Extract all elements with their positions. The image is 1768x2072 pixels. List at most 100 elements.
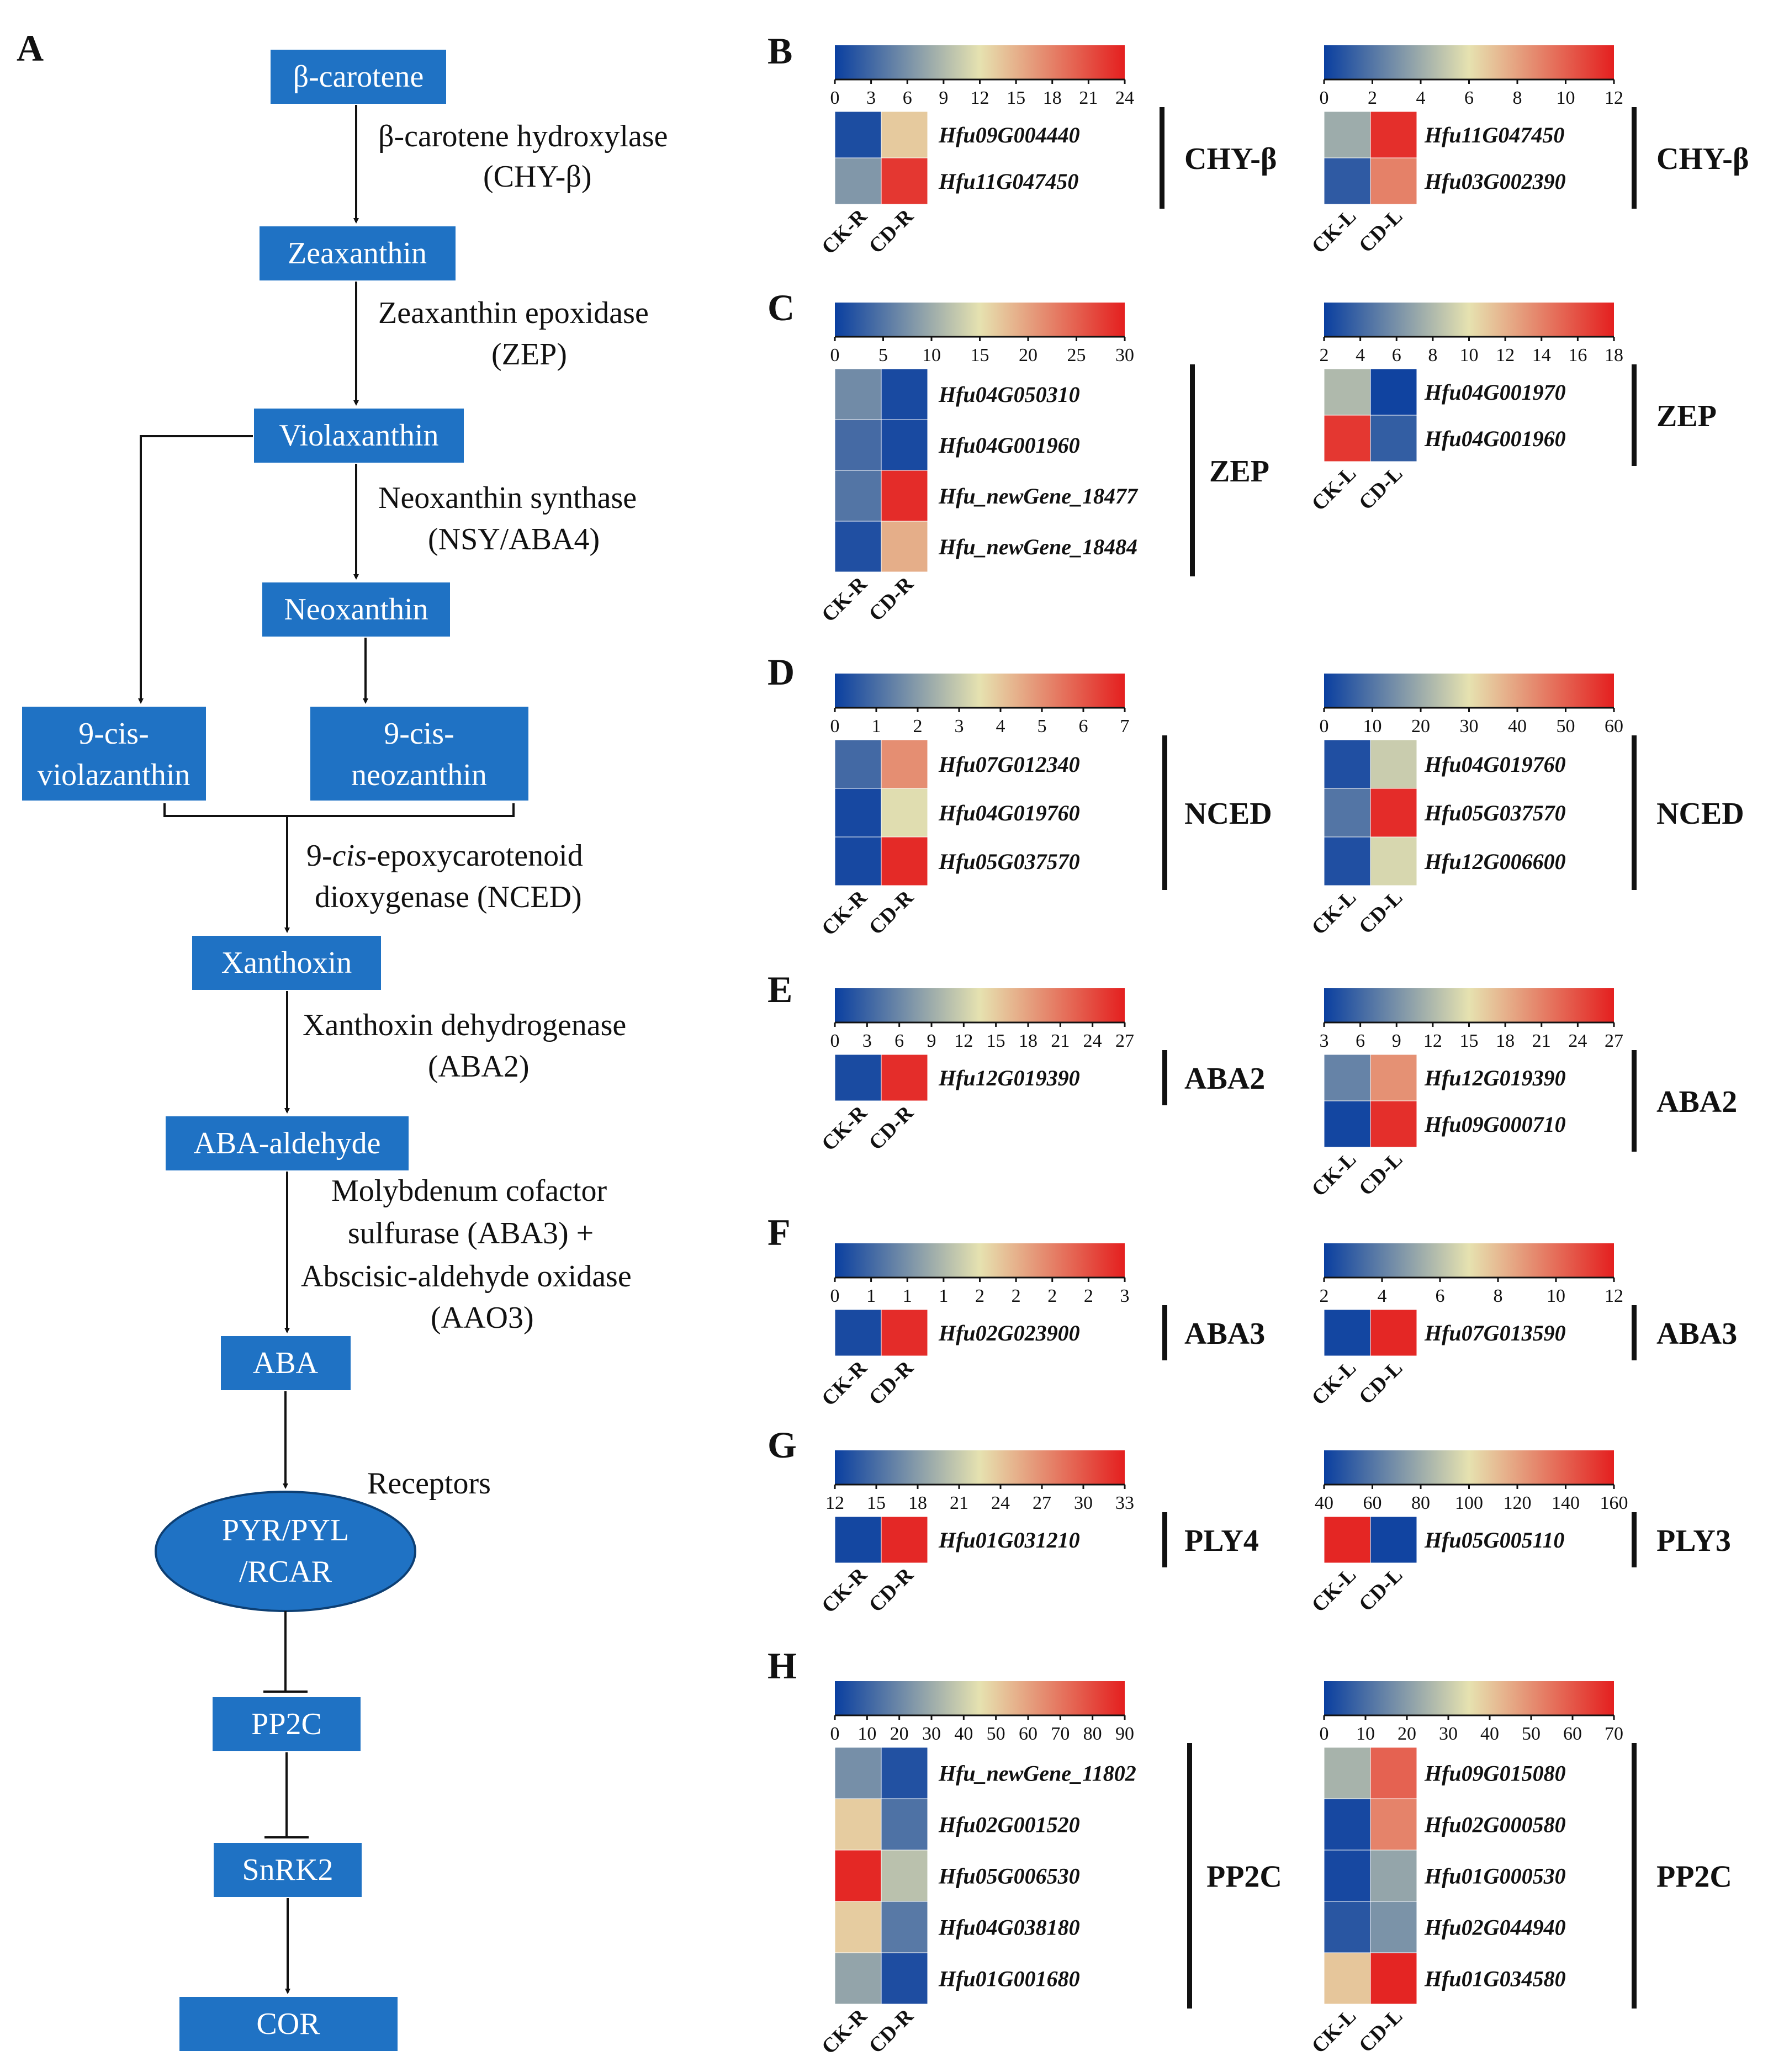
scale-tick-label: 20	[1411, 716, 1430, 736]
sample-label: CD-L	[1354, 1564, 1407, 1616]
scale-tick-label: 12	[1605, 1286, 1623, 1306]
scale-tick-label: 1	[866, 1286, 876, 1306]
scale-tick-label: 1	[939, 1286, 948, 1306]
gene-label: Hfu12G019390	[1424, 1066, 1566, 1090]
gene-label: Hfu12G019390	[938, 1066, 1080, 1090]
heatmap-cell	[881, 521, 928, 573]
scale-tick-label: 6	[894, 1031, 904, 1051]
sample-label: CK-R	[817, 886, 872, 940]
heatmap-cell	[834, 1798, 882, 1851]
heatmap-cell	[881, 470, 928, 522]
enzyme-aba2-line1: Xanthoxin dehydrogenase	[303, 1008, 626, 1042]
heatmap-cell	[1370, 1309, 1417, 1356]
enzyme-aba2-line2: (ABA2)	[428, 1050, 530, 1084]
node-xanthoxin: Xanthoxin	[192, 936, 381, 990]
sample-label: CD-L	[1354, 886, 1407, 939]
heatmap-cell	[881, 788, 928, 838]
scale-tick-label: 27	[1033, 1493, 1051, 1513]
gene-label: Hfu11G047450	[938, 169, 1078, 194]
heatmap-cell	[881, 157, 928, 205]
node-9-cis-neoxanthin: 9-cis- neozanthin	[310, 707, 528, 801]
svg-text:Xanthoxin: Xanthoxin	[221, 946, 352, 980]
color-scale-bar	[835, 45, 1125, 80]
heatmap-cell	[881, 111, 928, 158]
scale-tick-label: 16	[1568, 345, 1587, 365]
gene-family-label: NCED	[1184, 797, 1272, 831]
scale-tick-label: 10	[1557, 88, 1575, 108]
gene-family-bracket	[1162, 1305, 1167, 1360]
heatmap-cell	[1370, 739, 1417, 789]
gene-label: Hfu02G023900	[938, 1321, 1080, 1345]
heatmap-cell	[1370, 1952, 1417, 2005]
scale-tick-label: 21	[950, 1493, 968, 1513]
scale-tick-label: 21	[1051, 1031, 1070, 1051]
scale-tick-label: 8	[1494, 1286, 1503, 1306]
scale-tick-label: 20	[890, 1724, 909, 1744]
svg-text:violazanthin: violazanthin	[38, 758, 190, 792]
scale-tick-label: 12	[971, 88, 989, 108]
scale-tick-label: 15	[867, 1493, 886, 1513]
scale-tick-label: 120	[1504, 1493, 1532, 1513]
gene-label: Hfu05G037570	[938, 849, 1080, 874]
heatmap-cell	[881, 836, 928, 886]
gene-label: Hfu11G047450	[1424, 123, 1564, 147]
scale-tick-label: 6	[1392, 345, 1401, 365]
sample-label: CK-R	[817, 1563, 872, 1618]
scale-tick-label: 6	[903, 88, 912, 108]
bracket-9cis	[163, 803, 515, 817]
heatmap-cell	[881, 1516, 928, 1564]
node-aba-aldehyde: ABA-aldehyde	[166, 1116, 409, 1170]
svg-text:β-carotene: β-carotene	[293, 60, 424, 94]
heatmap-cell	[834, 368, 882, 420]
scale-tick-label: 0	[1320, 1724, 1329, 1744]
scale-tick-label: 160	[1600, 1493, 1628, 1513]
scale-tick-label: 20	[1398, 1724, 1416, 1744]
gene-family-label: ABA3	[1656, 1317, 1737, 1351]
enzyme-nced-line2: dioxygenase (NCED)	[315, 880, 582, 914]
heatmap-cell	[834, 157, 882, 205]
scale-tick-label: 18	[1019, 1031, 1037, 1051]
scale-tick-label: 6	[1356, 1031, 1365, 1051]
enzyme-aba3-line4: (AAO3)	[431, 1301, 534, 1335]
scale-tick-label: 9	[1392, 1031, 1401, 1051]
heatmap-cell	[1324, 788, 1371, 838]
panel-label-h: H	[767, 1645, 797, 1687]
gene-label: Hfu01G034580	[1424, 1967, 1566, 1991]
color-scale-bar	[835, 1681, 1125, 1715]
heatmap-cell	[881, 1054, 928, 1101]
gene-label: Hfu04G001960	[938, 433, 1080, 458]
sample-label: CK-L	[1307, 1356, 1361, 1410]
sample-label: CK-R	[817, 204, 872, 259]
scale-tick-label: 40	[954, 1724, 973, 1744]
enzyme-aba3-line3: Abscisic-aldehyde oxidase	[301, 1259, 632, 1294]
gene-family-bracket	[1162, 1512, 1167, 1567]
scale-tick-label: 5	[1037, 716, 1047, 736]
svg-text:SnRK2: SnRK2	[242, 1853, 334, 1887]
scale-tick-label: 0	[830, 345, 840, 365]
sample-label: CD-L	[1354, 205, 1407, 257]
color-scale-bar	[1324, 45, 1614, 80]
gene-label: Hfu03G002390	[1424, 169, 1566, 194]
scale-tick-label: 18	[1043, 88, 1062, 108]
gene-label: Hfu12G006600	[1424, 849, 1566, 874]
gene-family-label: ZEP	[1656, 399, 1717, 433]
scale-tick-label: 24	[1115, 88, 1134, 108]
heatmap-cell	[881, 1798, 928, 1851]
scale-tick-label: 10	[1460, 345, 1479, 365]
gene-family-label: CHY-β	[1184, 142, 1277, 176]
scale-tick-label: 27	[1115, 1031, 1134, 1051]
scale-tick-label: 40	[1315, 1493, 1333, 1513]
heatmap-cell	[1324, 1747, 1371, 1799]
scale-tick-label: 40	[1508, 716, 1527, 736]
gene-family-label: ZEP	[1209, 454, 1269, 489]
node-9-cis-violaxanthin: 9-cis- violazanthin	[22, 707, 206, 801]
enzyme-chy-line1: β-carotene hydroxylase	[378, 119, 668, 153]
scale-tick-label: 2	[1368, 88, 1377, 108]
gene-family-label: PP2C	[1206, 1860, 1282, 1894]
scale-tick-label: 24	[991, 1493, 1010, 1513]
heatmap-cell	[1370, 1798, 1417, 1851]
